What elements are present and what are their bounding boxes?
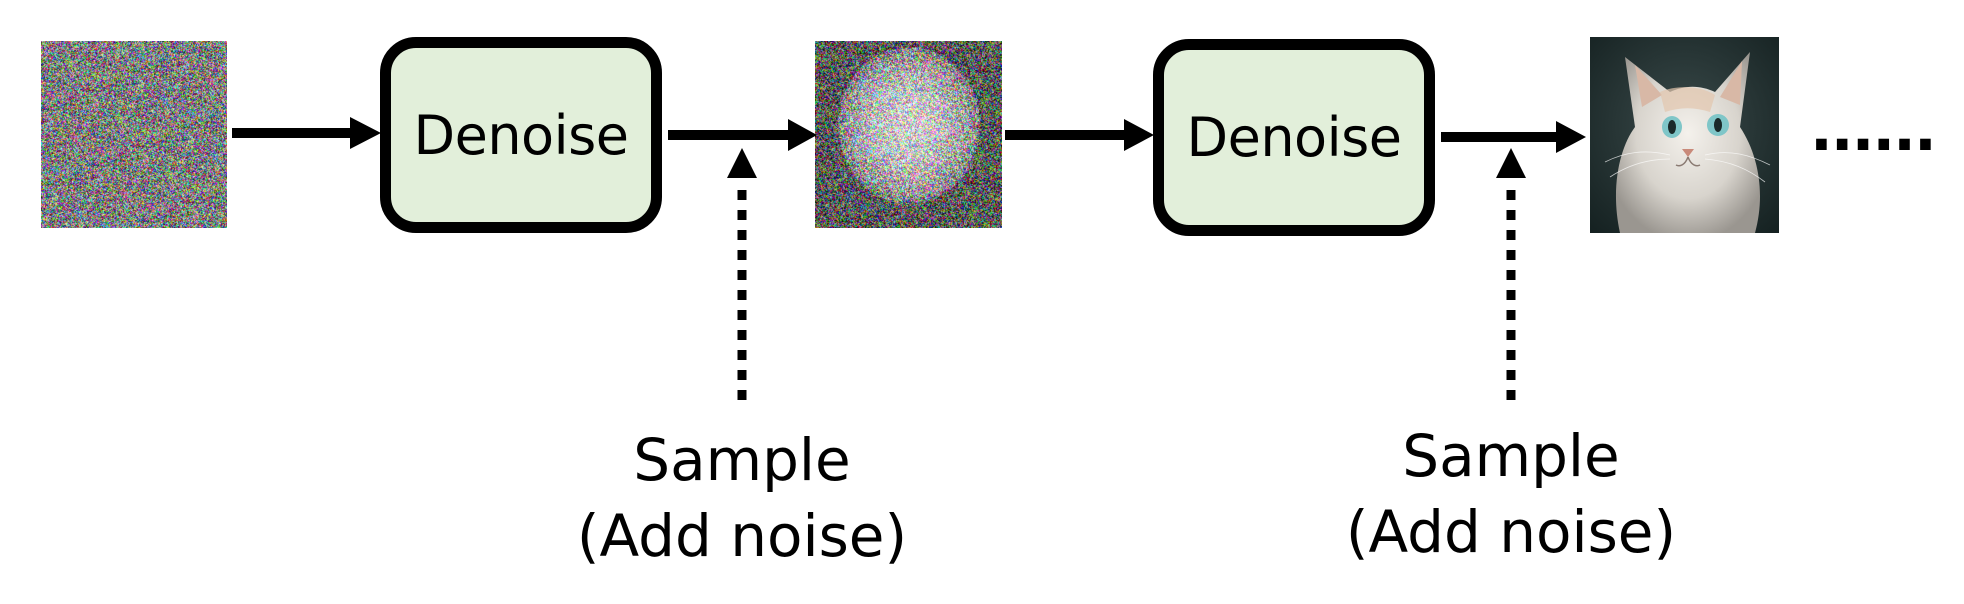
clean-cat-image [1590, 37, 1779, 233]
sample-caption-1: Sample (Add noise) [562, 422, 922, 574]
denoise-label-2: Denoise [1186, 106, 1402, 169]
denoise-label-1: Denoise [413, 103, 629, 167]
continuation-ellipsis: ...... [1810, 95, 1937, 165]
arrow-noise-to-denoise-1 [232, 117, 381, 149]
sample-caption-2-line1: Sample [1402, 422, 1620, 490]
sample-caption-2-line2: (Add noise) [1345, 498, 1677, 566]
sample-caption-2: Sample (Add noise) [1331, 418, 1691, 570]
noisy-cat-image [815, 41, 1002, 228]
denoise-box-1: Denoise [380, 37, 662, 233]
denoise-box-2: Denoise [1153, 39, 1435, 236]
arrow-noisy-cat-to-denoise-2 [1005, 119, 1154, 151]
sample-caption-1-line1: Sample [633, 426, 851, 494]
pure-noise-image [41, 41, 227, 228]
arrow-denoise-1-to-noisy-cat [668, 119, 817, 151]
arrow-denoise-2-to-clean-cat [1441, 121, 1586, 153]
dotted-arrow-sample-2 [1496, 148, 1526, 410]
dotted-arrow-sample-1 [727, 148, 757, 410]
sample-caption-1-line2: (Add noise) [576, 502, 908, 570]
